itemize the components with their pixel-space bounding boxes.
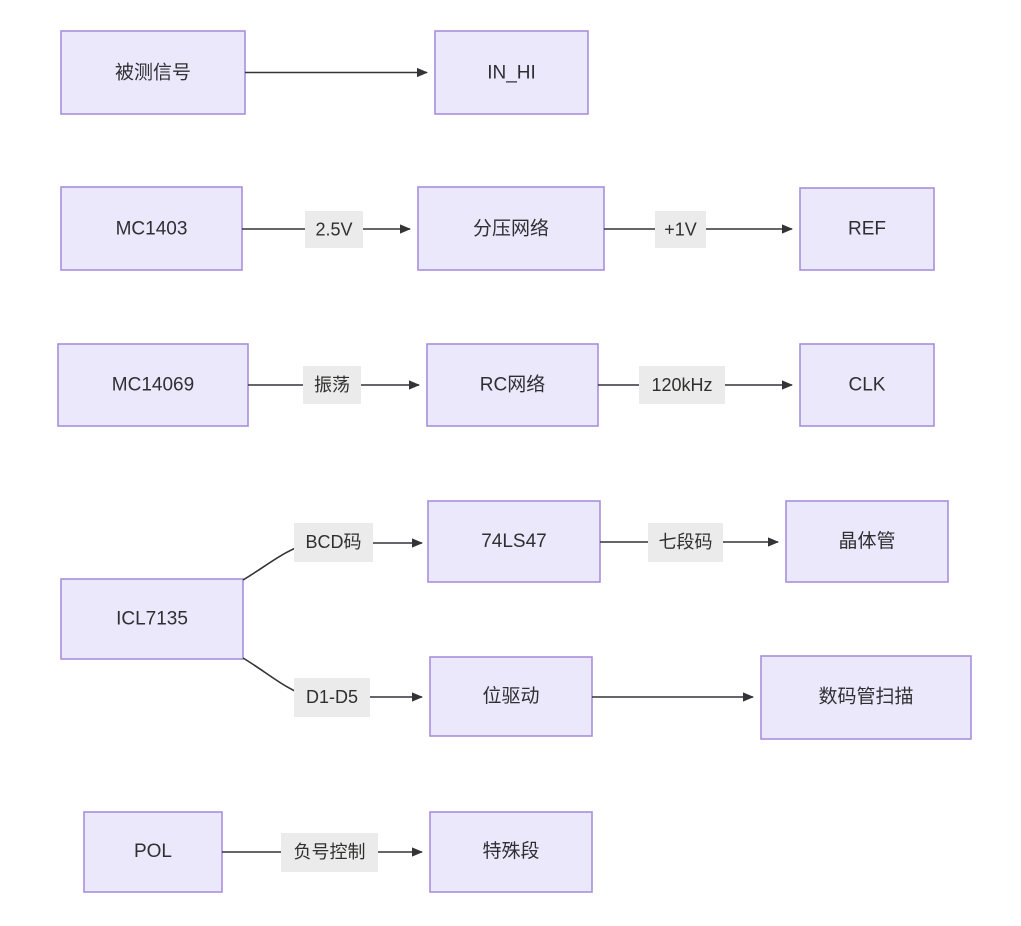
edge-pol-to-special-seg: 负号控制 (222, 833, 424, 872)
node-digit-scan-label: 数码管扫描 (818, 686, 913, 708)
edge-label-pol-special: 负号控制 (294, 842, 366, 862)
edge-label-rc-clk: 120kHz (651, 375, 712, 395)
node-ref-box (799, 187, 935, 271)
edge-label-background (303, 366, 361, 404)
node-digit-scan[interactable]: 数码管扫描 (760, 655, 972, 740)
node-clk[interactable]: CLK (799, 343, 935, 427)
edge-icl7135-to-74ls47: BCD码 (242, 523, 424, 581)
node-mc14069[interactable]: MC14069 (57, 343, 249, 427)
node-mc14069-label: MC14069 (112, 375, 194, 396)
edge-icl7135-to-bit-drive: D1-D5 (242, 657, 424, 717)
node-signal-in[interactable]: 被测信号 (60, 30, 246, 115)
node-ref-label: REF (848, 219, 886, 240)
edge-label-background (305, 211, 363, 248)
node-bit-drive[interactable]: 位驱动 (429, 656, 593, 737)
node-special-seg-label: 特殊段 (482, 840, 539, 862)
node-mc1403-label: MC1403 (116, 219, 188, 240)
node-mc1403-box (60, 186, 243, 271)
node-signal-in-label: 被测信号 (115, 62, 191, 84)
node-pol-box (83, 811, 223, 893)
node-icl7135-box (60, 578, 244, 660)
edge-divider-to-ref: +1V (604, 211, 794, 248)
edge-label-mc1403-divider: 2.5V (315, 219, 352, 239)
node-bit-drive-box (429, 656, 593, 737)
node-digit-scan-box (760, 655, 972, 740)
node-bit-drive-label: 位驱动 (482, 685, 539, 707)
edge-label-icl-ls47: BCD码 (305, 532, 361, 552)
edge-label-icl-bitdrive: D1-D5 (306, 687, 358, 707)
node-signal-in-box (60, 30, 246, 115)
edge-mc1403-to-divider: 2.5V (242, 211, 412, 248)
node-divider-label: 分压网络 (473, 218, 549, 240)
edge-label-background (294, 523, 373, 562)
node-pol[interactable]: POL (83, 811, 223, 893)
edge-label-background (639, 366, 725, 404)
node-transistor[interactable]: 晶体管 (785, 500, 949, 583)
node-transistor-box (785, 500, 949, 583)
node-in-hi[interactable]: IN_HI (434, 30, 589, 115)
edge-74ls47-to-transistor: 七段码 (600, 523, 780, 562)
node-icl7135-label: ICL7135 (116, 609, 188, 630)
node-in-hi-label: IN_HI (487, 63, 536, 84)
node-74ls47-box (427, 500, 601, 583)
node-icl7135[interactable]: ICL7135 (60, 578, 244, 660)
node-pol-label: POL (134, 841, 172, 862)
node-rc-net[interactable]: RC网络 (426, 343, 599, 427)
edge-label-mc14069-rc: 振荡 (314, 375, 350, 395)
node-special-seg[interactable]: 特殊段 (429, 811, 593, 893)
node-rc-net-box (426, 343, 599, 427)
node-74ls47-label: 74LS47 (481, 531, 547, 552)
edge-label-background (648, 523, 723, 562)
edge-mc14069-to-rc: 振荡 (248, 366, 421, 404)
node-74ls47[interactable]: 74LS47 (427, 500, 601, 583)
edge-label-ls47-transistor: 七段码 (659, 532, 713, 552)
node-in-hi-box (434, 30, 589, 115)
node-divider[interactable]: 分压网络 (417, 186, 605, 271)
node-clk-label: CLK (849, 375, 886, 396)
node-transistor-label: 晶体管 (838, 530, 895, 552)
node-special-seg-box (429, 811, 593, 893)
node-ref[interactable]: REF (799, 187, 935, 271)
edge-label-background (281, 833, 378, 872)
edge-label-divider-ref: +1V (664, 219, 697, 239)
node-mc1403[interactable]: MC1403 (60, 186, 243, 271)
node-divider-box (417, 186, 605, 271)
node-rc-net-label: RC网络 (480, 374, 545, 396)
edge-label-background (655, 211, 706, 248)
node-clk-box (799, 343, 935, 427)
edge-rc-to-clk: 120kHz (598, 366, 794, 404)
edge-label-background (294, 678, 370, 717)
node-mc14069-box (57, 343, 249, 427)
